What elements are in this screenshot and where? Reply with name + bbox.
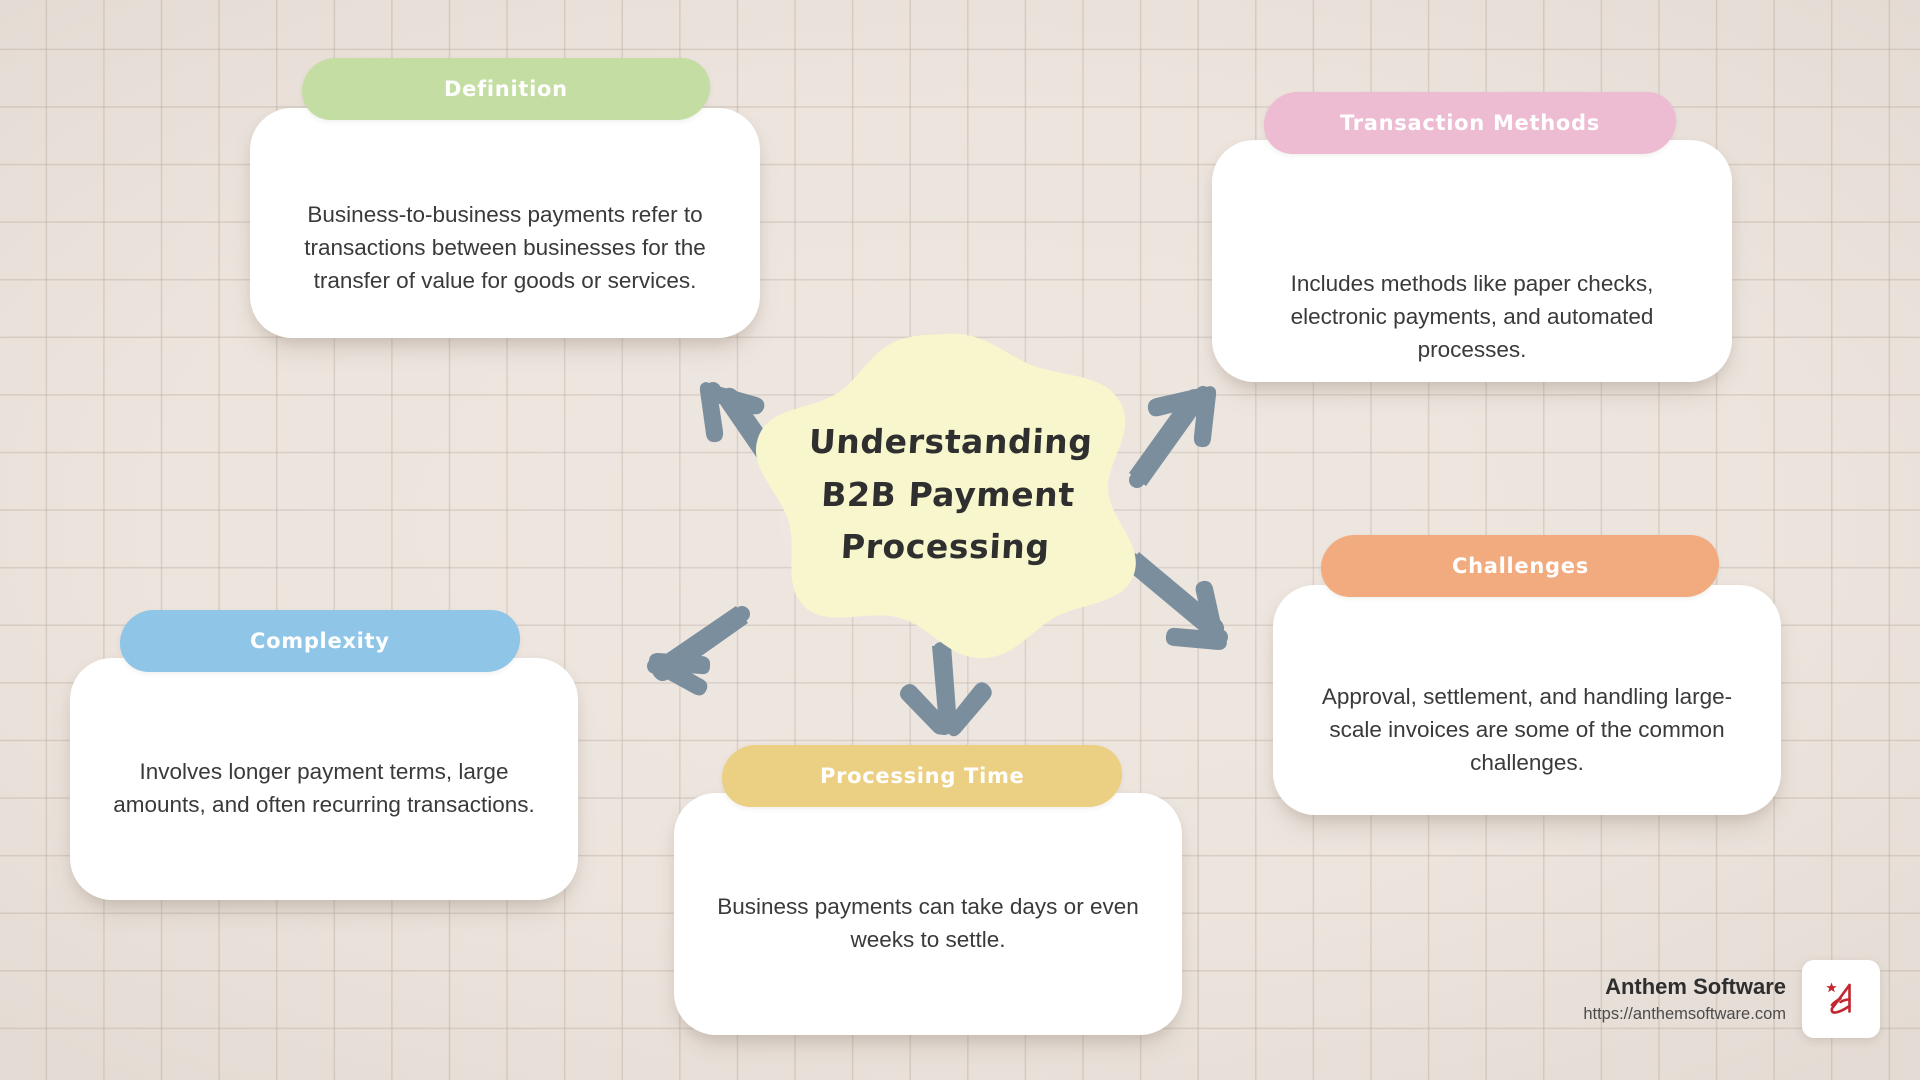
anthem-a-star-logo-icon <box>1826 982 1851 1014</box>
card-complexity[interactable]: Complexity Involves longer payment terms… <box>70 610 578 900</box>
arrow-down-left-icon <box>647 606 750 696</box>
card-challenges[interactable]: Challenges Approval, settlement, and han… <box>1273 535 1781 815</box>
card-processing-time-title: Processing Time <box>819 764 1025 788</box>
card-definition-header[interactable]: Definition <box>299 58 713 120</box>
center-title: Understanding B2B Payment Processing <box>739 330 1156 660</box>
brand-logo[interactable] <box>1802 960 1880 1038</box>
card-challenges-title: Challenges <box>1451 554 1589 578</box>
card-processing-time-body <box>674 793 1182 1035</box>
center-title-line-2: B2B Payment <box>820 474 1076 514</box>
center-title-line-3: Processing <box>839 527 1051 567</box>
card-definition-text: Business-to-business payments refer to t… <box>304 202 706 294</box>
center-topic-node[interactable]: Understanding B2B Payment Processing <box>748 330 1148 660</box>
blob-shape <box>755 333 1136 659</box>
card-definition-title: Definition <box>444 77 568 101</box>
card-complexity-header[interactable]: Complexity <box>117 610 523 672</box>
card-complexity-body <box>70 658 578 900</box>
card-transaction-methods-header[interactable]: Transaction Methods <box>1261 92 1679 154</box>
card-processing-time[interactable]: Processing Time Business payments can ta… <box>674 745 1182 1035</box>
card-definition[interactable]: Definition Business-to-business payments… <box>250 58 760 338</box>
card-processing-time-header[interactable]: Processing Time <box>719 745 1125 807</box>
card-complexity-text: Involves longer payment terms, large amo… <box>113 759 535 818</box>
card-challenges-header[interactable]: Challenges <box>1318 535 1722 597</box>
card-transaction-methods-text: Includes methods like paper checks, elec… <box>1290 271 1654 363</box>
card-challenges-text: Approval, settlement, and handling large… <box>1321 684 1733 776</box>
card-processing-time-text: Business payments can take days or even … <box>717 894 1139 953</box>
brand-block: Anthem Software https://anthemsoftware.c… <box>1583 960 1880 1038</box>
brand-name: Anthem Software <box>1605 973 1786 999</box>
brand-url[interactable]: https://anthemsoftware.com <box>1583 1005 1786 1024</box>
card-challenges-body <box>1273 585 1781 815</box>
center-title-line-1: Understanding <box>807 422 1094 462</box>
card-transaction-methods-body <box>1212 140 1732 382</box>
card-transaction-methods-title: Transaction Methods <box>1340 111 1600 135</box>
brand-text: Anthem Software https://anthemsoftware.c… <box>1583 973 1786 1025</box>
card-definition-body <box>250 108 760 338</box>
card-complexity-title: Complexity <box>250 629 390 653</box>
card-transaction-methods[interactable]: Transaction Methods Includes methods lik… <box>1212 92 1732 382</box>
